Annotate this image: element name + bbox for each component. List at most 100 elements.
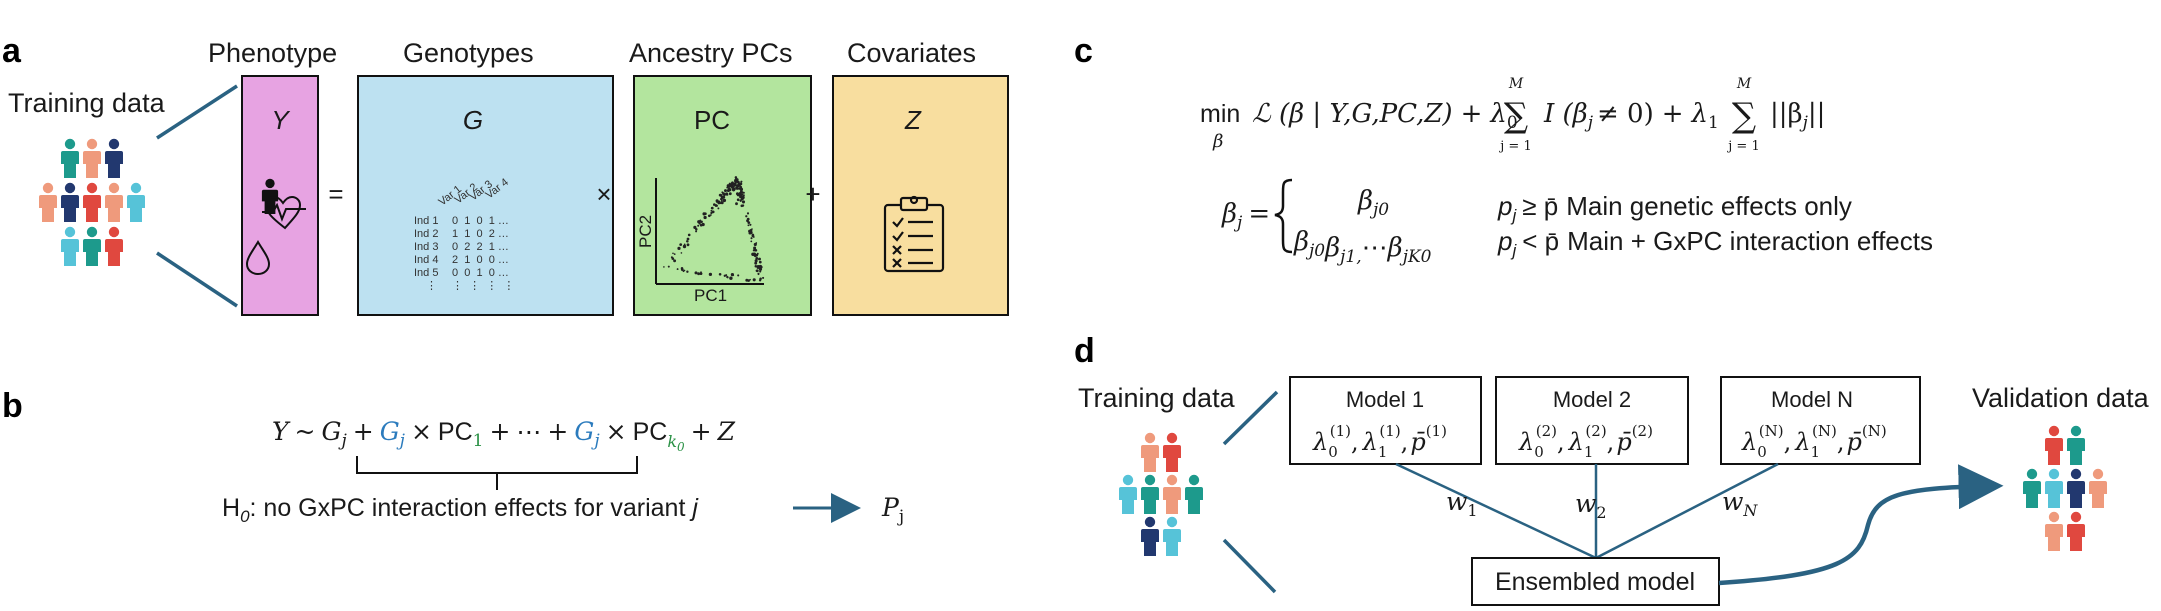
genotypes-header: Genotypes (403, 38, 534, 68)
pc-point (697, 224, 700, 227)
pc-point (740, 180, 743, 183)
person-icon (39, 182, 57, 222)
matrix-row-values: 1 1 0 2 … (452, 228, 509, 240)
validation-crowd-icon (2023, 425, 2107, 551)
pc-point (759, 266, 762, 269)
pc-point (730, 185, 734, 189)
min-operator: min (1200, 100, 1240, 128)
pc-point (673, 253, 676, 255)
weight-label-2: w2 (1575, 489, 1607, 522)
pc-point (732, 274, 735, 277)
beta-lhs: βj= (1221, 199, 1270, 233)
pc-point (747, 221, 751, 224)
pc-point (683, 243, 686, 246)
person-icon (2067, 511, 2085, 551)
pc-point (671, 257, 675, 260)
matrix-row-values: 0 0 1 0 … (452, 267, 509, 279)
pc-point (713, 203, 716, 206)
person-icon (2045, 511, 2063, 551)
heart-rate-icon (262, 195, 306, 230)
pc-point (724, 189, 727, 193)
validation-data-label: Validation data (1972, 383, 2150, 413)
panel-letter-a: a (2, 32, 22, 70)
pc-point (737, 183, 741, 187)
l1-norm-term: ||βj|| (1770, 99, 1825, 133)
person-icon (105, 138, 123, 178)
pc-point (759, 277, 762, 281)
pc-point (699, 272, 703, 276)
pc-point (700, 220, 703, 224)
matrix-row-name: Ind 3 (414, 241, 438, 253)
sum-icon: ∑ (1504, 96, 1528, 136)
pc-point (693, 225, 697, 229)
pc-point (697, 220, 701, 224)
pc-point (717, 207, 720, 210)
ancestry-header: Ancestry PCs (629, 38, 793, 68)
weight-label-n: wN (1722, 487, 1758, 520)
pc-point (722, 192, 726, 196)
pc-point (739, 187, 743, 191)
person-icon (61, 138, 79, 178)
model-title: Model 2 (1553, 387, 1631, 412)
genotypes-box (357, 75, 614, 316)
training-data-label: Training data (8, 88, 166, 118)
panel-c: c min β ℒ (β | Y,G,PC,Z)+λ0 ∑ M j = 1 I … (1074, 32, 1933, 267)
person-icon (2089, 468, 2107, 508)
panel-d: d Training data Validation data (1074, 332, 2150, 606)
pc-point (694, 271, 698, 275)
pc-point (762, 276, 765, 279)
matrix-row-values: 2 1 0 0 … (452, 254, 509, 266)
pc-point (700, 271, 702, 273)
pc-point (710, 209, 713, 212)
pc-point (722, 198, 727, 203)
pc-point (749, 223, 752, 226)
connector-line (1222, 390, 1279, 446)
pc-point (756, 264, 760, 269)
case2-condition: pj< p̄Main + GxPC interaction effects (1497, 226, 1933, 260)
panel-letter-c: c (1074, 32, 1093, 70)
person-icon (105, 182, 123, 222)
connector-line (156, 251, 238, 308)
covariates-box (832, 75, 1009, 316)
model-box-n: Model N λ0(N),λ1(N),p̄(N) (1720, 376, 1921, 465)
pc-point (728, 192, 732, 196)
pc-point (741, 204, 745, 207)
matrix-row-name: Ind 4 (414, 254, 438, 266)
phenotype-box-label: Y (271, 105, 290, 135)
person-icon (1141, 432, 1159, 472)
pc-point (751, 234, 755, 238)
pc-point (759, 270, 762, 273)
times-operator: × (596, 179, 611, 209)
pc-point (740, 197, 744, 201)
pc-point (683, 269, 686, 272)
pc-point (680, 268, 684, 271)
pc-point (697, 272, 701, 276)
drop-icon (245, 240, 271, 276)
pc-point (732, 185, 735, 188)
pc-point (754, 247, 756, 249)
pc-point (730, 182, 734, 185)
plus-operator: + (805, 179, 820, 209)
pc-x-axis-label: PC1 (694, 286, 727, 305)
pc-point (757, 273, 760, 276)
pc-point (708, 272, 713, 277)
pc-point (723, 274, 726, 277)
pc-point (676, 268, 679, 271)
model-params: λ0(1),λ1(1),p̄(1) (1312, 422, 1447, 461)
model-params: λ0(N),λ1(N),p̄(N) (1741, 422, 1887, 461)
pc-point (726, 276, 729, 279)
pc-point (720, 201, 724, 205)
connector-line (1222, 538, 1277, 594)
genotypes-box-label: G (463, 105, 483, 135)
pc-point (749, 228, 753, 232)
pc-point (750, 240, 753, 243)
pc-point (685, 240, 689, 243)
pc-point (746, 212, 750, 215)
pc-point (727, 187, 731, 190)
case1-condition: pj≥ p̄Main genetic effects only (1497, 191, 1852, 225)
pc-point (745, 278, 749, 282)
pc-point (736, 198, 740, 202)
phenotype-box (241, 75, 319, 316)
model-title: Model 1 (1346, 387, 1424, 412)
ensembled-model-box (1471, 557, 1720, 606)
